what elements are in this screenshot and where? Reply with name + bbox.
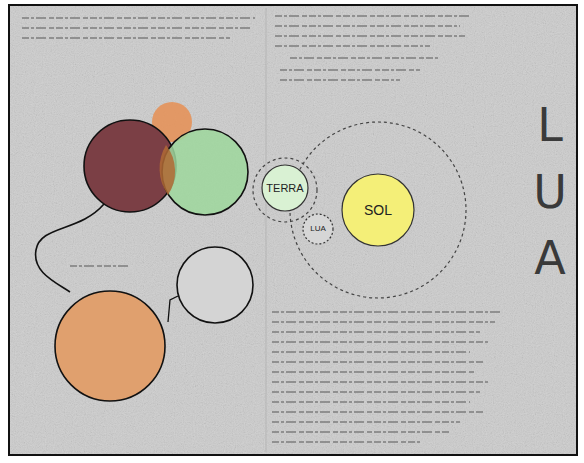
sun-orbit [290,122,466,298]
orange-disc [55,291,165,401]
curved-line [36,204,104,292]
poster-title: LUA [527,92,573,292]
body-circle: TERRA [261,164,309,212]
body-name: LUA [310,225,326,233]
pencil-shading [10,6,576,454]
brown-disc [84,120,176,212]
body-name: TERRA [266,183,303,194]
short-line [168,296,178,322]
paper-sheet [9,5,577,455]
body-circle: SOL [341,173,415,247]
empty-disc [177,247,253,323]
body-name: SOL [364,203,392,217]
body-circle: LUA [302,213,334,245]
handwriting-lines [22,16,500,442]
fold-line [266,8,267,452]
earth-orbit [253,158,317,222]
overlap-region [160,145,175,195]
